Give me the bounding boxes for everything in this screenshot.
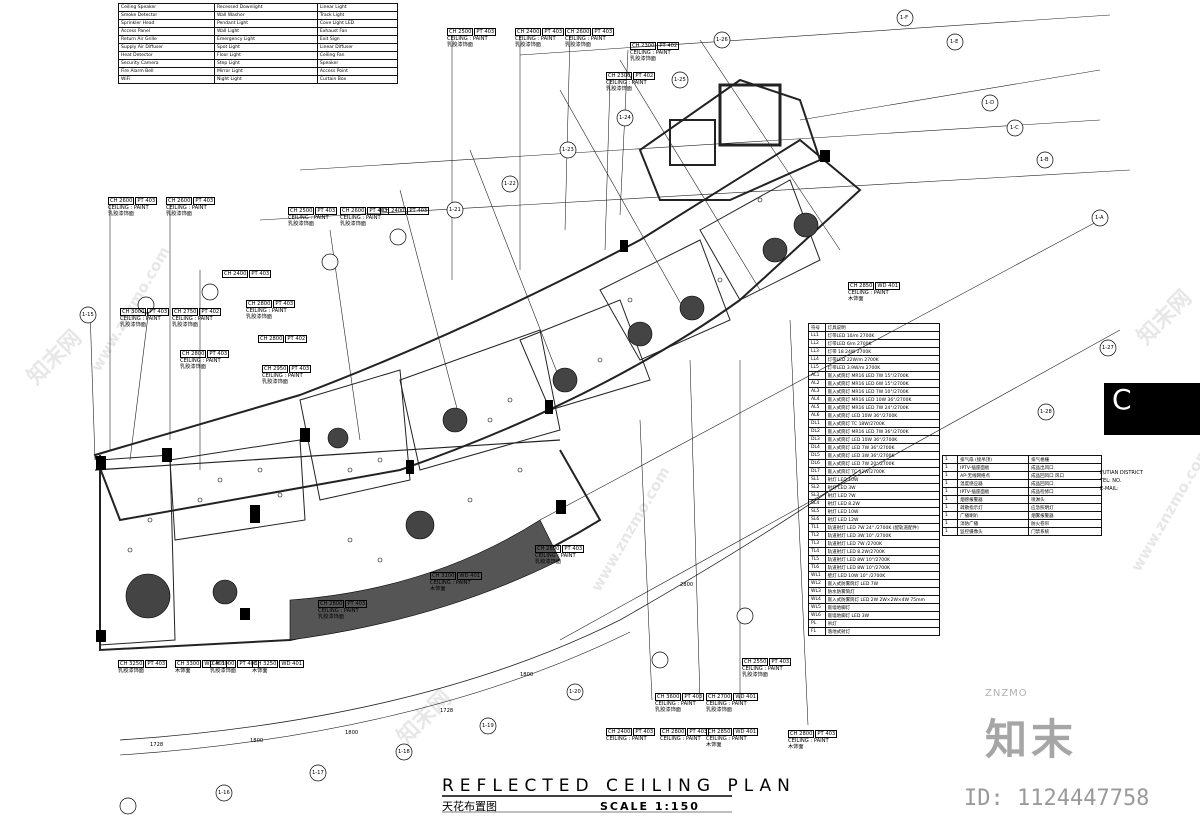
grid-label: 1-D [985, 100, 995, 106]
brand-logo-en: ZNZMO [985, 688, 1028, 699]
brand-logo: 知末 [985, 715, 1078, 764]
grid-label: 1-24 [619, 115, 631, 121]
grid-label: 1-16 [218, 790, 230, 796]
grid-label: 1-27 [1102, 345, 1114, 351]
drawing-subtitle: 天花布置图 [442, 800, 497, 813]
dimension-label: 1728 [440, 708, 454, 714]
grid-label: 1-23 [562, 147, 574, 153]
id-stamp: ID: 1124447758 [964, 786, 1150, 811]
title-block-email: E-MAIL: [1100, 486, 1119, 492]
drawing-title: REFLECTED CEILING PLAN [442, 776, 796, 796]
grid-label: 1-18 [398, 749, 410, 755]
grid-label: 1-22 [504, 181, 516, 187]
dimension-label: 1800 [250, 738, 264, 744]
grid-label: 1-F [900, 15, 909, 21]
title-block-logo: C [1104, 383, 1200, 435]
grid-label: 1-E [950, 39, 959, 45]
dimension-label: 1800 [345, 730, 359, 736]
drawing-scale: SCALE 1:150 [600, 800, 700, 813]
grid-label: 1-B [1040, 157, 1049, 163]
grid-label: 1-17 [312, 770, 324, 776]
dimension-label: 2800 [680, 582, 694, 588]
grid-label: 1-25 [674, 77, 686, 83]
grid-label: 1-A [1095, 215, 1104, 221]
grid-label: 1-28 [1040, 409, 1052, 415]
grid-label: 1-15 [82, 312, 94, 318]
grid-label: 1-19 [482, 723, 494, 729]
grid-label: 1-21 [449, 207, 461, 213]
dimension-label: 1728 [150, 742, 164, 748]
dimension-label: 1800 [520, 672, 534, 678]
title-block-tel: TEL: NO. [1100, 478, 1122, 484]
grid-label: 1-C [1010, 125, 1019, 131]
grid-label: 1-20 [569, 689, 581, 695]
grid-label: 1-26 [716, 37, 728, 43]
title-block-address: FUTIAN DISTRICT [1100, 470, 1143, 476]
